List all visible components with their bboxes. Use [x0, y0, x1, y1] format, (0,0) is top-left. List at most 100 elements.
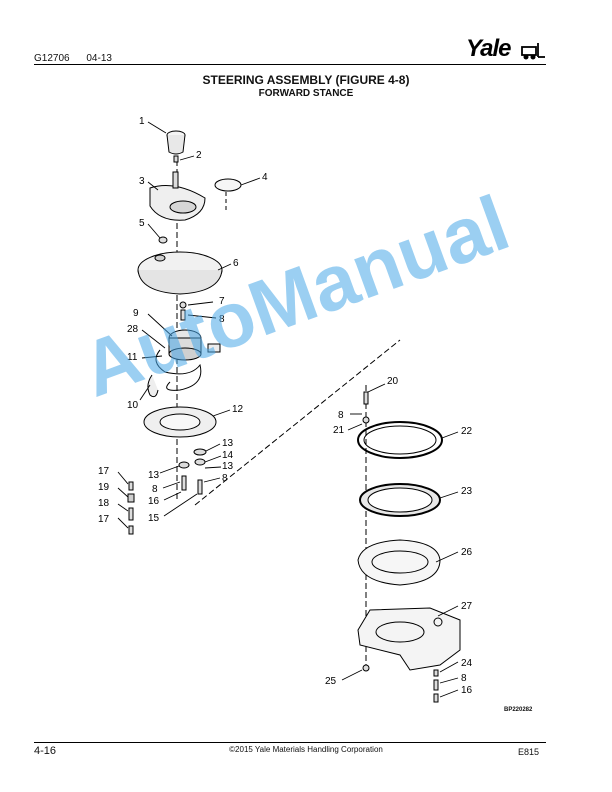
- clip: [147, 374, 159, 398]
- callout-13: 13: [148, 470, 160, 481]
- callout-8: 8: [461, 673, 467, 684]
- bolt: [433, 693, 439, 703]
- forklift-icon: [521, 43, 545, 60]
- nut: [362, 664, 370, 672]
- upper-cover: [149, 171, 206, 221]
- leader-line: [117, 503, 129, 512]
- callout-5: 5: [139, 218, 145, 229]
- callout-26: 26: [461, 547, 473, 558]
- callout-8: 8: [338, 410, 344, 421]
- leader-line: [117, 487, 129, 498]
- steering-dish: [137, 251, 223, 295]
- callout-4: 4: [262, 172, 268, 183]
- callout-12: 12: [232, 404, 244, 415]
- footer-code: E815: [518, 747, 540, 757]
- callout-3: 3: [139, 176, 145, 187]
- header-rule: [34, 64, 546, 65]
- callout-7: 7: [219, 296, 225, 307]
- screw: [173, 155, 179, 163]
- washer: [194, 458, 206, 466]
- leader-line: [367, 383, 386, 393]
- fastener-stack: [127, 481, 135, 535]
- leader-line: [163, 491, 182, 501]
- knob: [166, 130, 186, 155]
- cap: [214, 178, 242, 192]
- callout-28: 28: [127, 324, 139, 335]
- leader-line: [117, 517, 129, 529]
- leader-line: [217, 263, 232, 271]
- page-subtitle: FORWARD STANCE: [258, 88, 354, 99]
- leader-line: [179, 155, 195, 161]
- bracket-26: [357, 539, 441, 586]
- nut: [179, 301, 187, 309]
- washer: [193, 448, 207, 456]
- callout-9: 9: [133, 308, 139, 319]
- leader-line: [439, 491, 459, 499]
- page-number: 4-16: [34, 745, 57, 757]
- document-header: G12706 04-13: [34, 53, 126, 64]
- figure-code: BP220282: [504, 707, 533, 713]
- callout-1: 1: [139, 116, 145, 127]
- washer: [158, 236, 168, 244]
- leader-line: [439, 677, 459, 684]
- leader-line: [141, 355, 163, 359]
- callout-17: 17: [98, 514, 110, 525]
- callout-17: 17: [98, 466, 110, 477]
- leader-line: [439, 689, 459, 698]
- leader-line: [187, 301, 214, 306]
- leader-line: [435, 551, 459, 563]
- leader-line: [437, 605, 459, 617]
- leader-line: [141, 329, 166, 349]
- leader-line: [163, 493, 198, 517]
- leader-line: [117, 471, 129, 485]
- leader-line: [162, 481, 181, 489]
- bolt: [433, 679, 439, 691]
- callout-13: 13: [222, 438, 234, 449]
- callout-25: 25: [325, 676, 337, 687]
- callout-24: 24: [461, 658, 473, 669]
- leader-line: [240, 177, 261, 186]
- axis-line-diagonal: [194, 339, 401, 506]
- leader-line: [139, 384, 151, 401]
- leader-line: [203, 477, 221, 483]
- callout-8: 8: [222, 473, 228, 484]
- mount-plate-27: [357, 607, 461, 671]
- leader-line: [204, 455, 222, 463]
- bolt: [181, 475, 187, 491]
- bolt: [197, 479, 203, 495]
- leader-line: [147, 121, 167, 134]
- leader-line: [187, 314, 217, 319]
- leader-line: [159, 465, 180, 474]
- nut: [362, 416, 370, 424]
- copyright: ©2015 Yale Materials Handling Corporatio…: [229, 745, 383, 754]
- callout-21: 21: [333, 425, 345, 436]
- callout-6: 6: [233, 258, 239, 269]
- callout-23: 23: [461, 486, 473, 497]
- callout-19: 19: [98, 482, 110, 493]
- callout-22: 22: [461, 426, 473, 437]
- ring-23: [359, 483, 441, 517]
- wire-harness: [155, 349, 202, 391]
- bolt: [180, 309, 186, 321]
- steering-motor: [168, 329, 221, 361]
- doc-number: G12706: [34, 53, 70, 64]
- bolt: [433, 669, 439, 677]
- leader-line: [439, 661, 459, 673]
- doc-date: 04-13: [86, 53, 112, 64]
- page-title: STEERING ASSEMBLY (FIGURE 4-8): [202, 73, 410, 87]
- ring-22: [357, 421, 443, 459]
- leader-line: [147, 313, 173, 337]
- callout-14: 14: [222, 450, 234, 461]
- callout-27: 27: [461, 601, 473, 612]
- callout-8: 8: [152, 484, 158, 495]
- leader-line: [147, 181, 159, 191]
- leader-line: [347, 423, 363, 431]
- leader-line: [212, 409, 231, 417]
- brand-name: Yale: [466, 35, 511, 62]
- base-plate: [143, 406, 217, 438]
- leader-line: [441, 431, 459, 439]
- callout-10: 10: [127, 400, 139, 411]
- leader-line: [204, 466, 222, 469]
- callout-16: 16: [148, 496, 160, 507]
